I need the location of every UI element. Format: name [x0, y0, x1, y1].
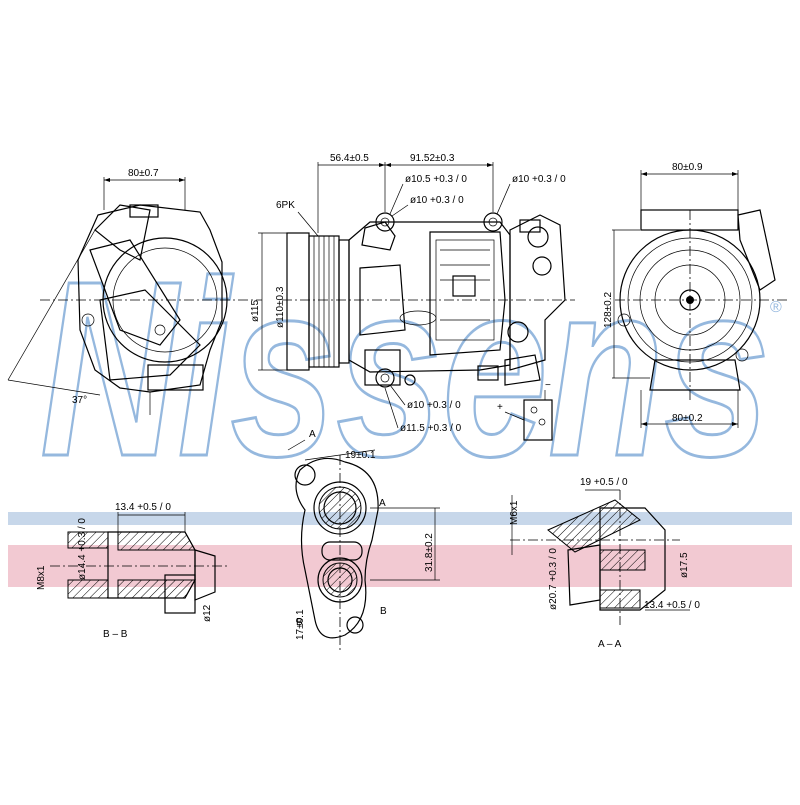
plate-19-label: 19±0.1 — [345, 450, 376, 461]
dimension-56-4-label: 56.4±0.5 — [330, 153, 369, 164]
diameter-115-label: ø115 — [250, 300, 261, 322]
watermark-registered: ® — [770, 299, 782, 316]
left-width-label: 80±0.7 — [128, 168, 159, 179]
connector-plus-label: + — [497, 402, 503, 413]
aa-depth2-label: 13.4 +0.5 / 0 — [644, 600, 700, 611]
left-side-view: 80±0.7 37° — [7, 168, 262, 415]
diameter-110-label: ø110±0.3 — [275, 286, 286, 328]
watermark-brand: Nissens — [40, 229, 770, 508]
left-angle-label: 37° — [72, 395, 87, 406]
hole-10-b-label: ø10 +0.3 / 0 — [512, 174, 566, 185]
plate-section-b-left: B — [296, 617, 303, 628]
aa-depth-label: 19 +0.5 / 0 — [580, 477, 628, 488]
right-end-view: 80±0.9 128±0.2 80±0.2 — [603, 162, 790, 428]
hole-10-c-label: ø10 +0.3 / 0 — [407, 400, 461, 411]
hole-11-5-label: ø11.5 +0.3 / 0 — [400, 423, 462, 434]
plate-section-b-bottom: B — [380, 606, 387, 617]
dimension-91-52-label: 91.52±0.3 — [410, 153, 455, 164]
aa-title: A – A — [598, 639, 622, 650]
hole-10-a-label: ø10 +0.3 / 0 — [410, 195, 464, 206]
plate-17-label: 17±0.1 — [295, 609, 306, 640]
right-height-label: 128±0.2 — [603, 291, 614, 328]
plate-31-8-label: 31.8±0.2 — [424, 533, 435, 572]
connector-minus-label: − — [545, 380, 551, 391]
mounting-plate: A A B B 19±0.1 31.8±0.2 17±0.1 — [287, 429, 440, 650]
bb-diameter-label: ø14.4 +0.3 / 0 — [77, 518, 88, 580]
section-a-a: 19 +0.5 / 0 M6x1 ø20.7 +0.3 / 0 ø17.5 13… — [509, 477, 700, 650]
pulley-type-label: 6PK — [276, 200, 295, 211]
aa-diameter-label: ø20.7 +0.3 / 0 — [548, 548, 559, 610]
plate-section-a-top: A — [309, 429, 316, 440]
right-bottom-width-label: 80±0.2 — [672, 413, 703, 424]
section-b-b: 13.4 +0.5 / 0 ø14.4 +0.3 / 0 M8x1 ø12 B … — [36, 502, 230, 640]
aa-thread-label: M6x1 — [509, 500, 520, 525]
main-view: 6PK ø115 ø110±0.3 — [250, 153, 575, 441]
hole-10-5-label: ø10.5 +0.3 / 0 — [405, 174, 467, 185]
watermark: Nissens ® — [39, 228, 783, 510]
bb-thread-label: M8x1 — [36, 565, 47, 590]
bb-title: B – B — [103, 629, 128, 640]
right-top-width-label: 80±0.9 — [672, 162, 703, 173]
plate-section-a-right: A — [379, 498, 386, 509]
bb-d12-label: ø12 — [202, 604, 213, 622]
bb-depth-label: 13.4 +0.5 / 0 — [115, 502, 171, 513]
aa-d17-5-label: ø17.5 — [679, 552, 690, 578]
